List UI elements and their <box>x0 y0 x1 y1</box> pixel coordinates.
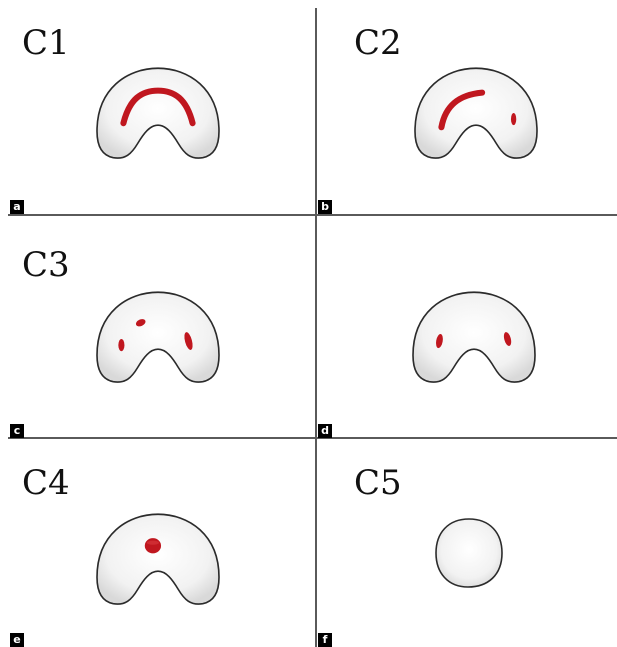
panel-f-title: C5 <box>354 463 402 503</box>
panel-b-letter: b <box>318 200 332 214</box>
vertical-divider <box>315 8 317 647</box>
panel-b-lesion-arc <box>438 89 486 131</box>
panel-e-horseshoe-diagram <box>96 513 220 605</box>
horizontal-divider-top <box>8 214 617 216</box>
panel-e-title: C4 <box>22 463 70 503</box>
panel-d-horseshoe-diagram <box>412 291 536 383</box>
panel-d-letter: d <box>318 424 332 438</box>
panel-f-round-diagram <box>435 518 503 588</box>
panel-e-lesion-blob <box>144 538 162 554</box>
panel-c-title: C3 <box>22 245 70 285</box>
panel-c-lesion-spot-right <box>184 332 193 350</box>
panel-a-title: C1 <box>22 23 70 63</box>
panel-b-lesion-spot-right <box>510 112 517 126</box>
panel-a-horseshoe-diagram <box>96 67 220 159</box>
panel-d-lesion-spot-left <box>435 334 443 349</box>
panel-e-lesion-blob-highlight <box>146 540 160 545</box>
panel-f-letter: f <box>318 633 332 647</box>
panel-b-horseshoe-diagram <box>414 67 538 159</box>
panel-c-lesion-spot-left <box>118 339 125 352</box>
panel-d-lesion-spot-right <box>503 332 512 346</box>
panel-b-title: C2 <box>354 23 402 63</box>
panel-a-letter: a <box>10 200 24 214</box>
panel-e-letter: e <box>10 633 24 647</box>
panel-c-lesion-spot-top <box>135 319 146 327</box>
horizontal-divider-middle <box>8 437 617 439</box>
panel-c-horseshoe-diagram <box>96 291 220 383</box>
panel-a-lesion-arc <box>120 87 196 127</box>
panel-c-letter: c <box>10 424 24 438</box>
